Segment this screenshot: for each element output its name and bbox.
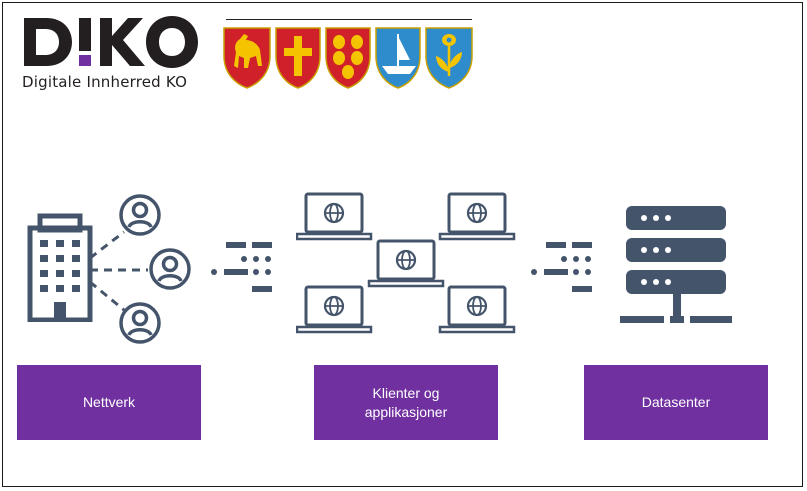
datasenter-box: Datasenter — [584, 365, 768, 440]
user-icon — [119, 302, 161, 344]
ship-crest-icon — [375, 27, 421, 89]
cross-crest-icon — [275, 27, 321, 89]
logo-subtitle: Digitale Innherred KO — [22, 73, 188, 91]
data-flow-icon — [531, 242, 592, 292]
nettverk-box: Nettverk — [17, 365, 201, 440]
server-icon — [620, 206, 732, 323]
network-building-icon — [27, 213, 93, 322]
data-flow-icon — [211, 242, 272, 292]
datasenter-label: Datasenter — [641, 394, 711, 410]
horse-crest-icon — [223, 27, 271, 89]
klienter-label: Klienter og applikasjoner — [364, 384, 448, 420]
leaves-crest-icon — [325, 27, 371, 89]
user-icon — [149, 248, 191, 290]
nettverk-label: Nettverk — [82, 394, 136, 410]
network-links — [89, 230, 148, 312]
crest-divider — [226, 19, 472, 20]
municipal-crests — [223, 27, 473, 89]
klienter-box: Klienter og applikasjoner — [314, 365, 498, 440]
flower-crest-icon — [425, 27, 473, 89]
user-icon — [119, 194, 161, 236]
diko-logo — [24, 16, 198, 68]
laptop-network-icon — [296, 192, 516, 334]
